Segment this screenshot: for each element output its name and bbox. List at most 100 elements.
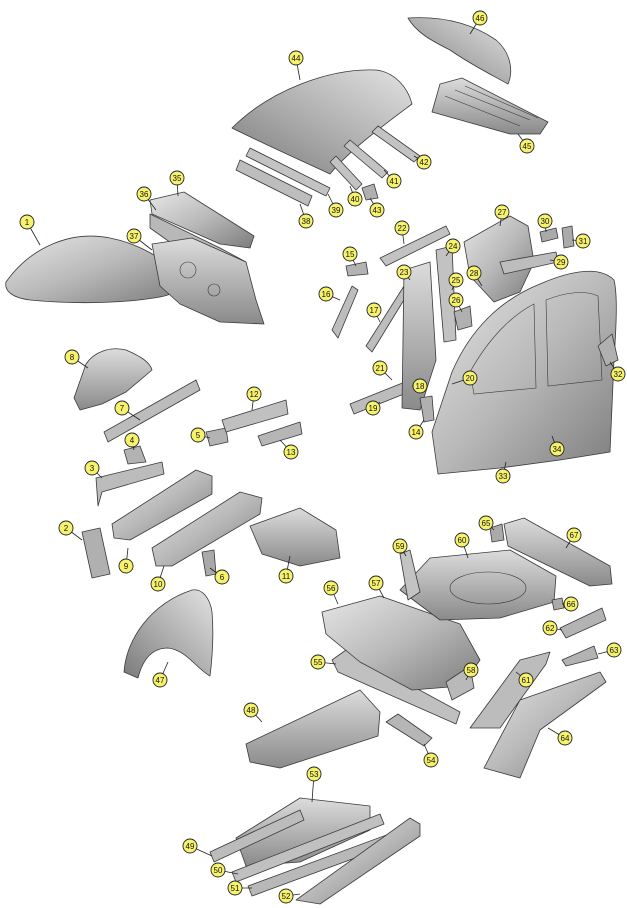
callout-number: 40 [351,195,360,204]
callout-35: 35 [169,170,185,186]
part-7-apron-member [103,379,201,443]
part-66-bracket [551,597,565,611]
callout-badge [518,672,534,688]
callout-25: 25 [448,272,464,288]
part-65-bracket [489,523,505,543]
callout-50: 50 [210,862,226,878]
callout-33: 33 [495,468,511,484]
part-44-roof [231,69,413,175]
callout-number: 57 [372,579,381,588]
part-30-bracket [539,227,559,243]
part-48-front-floor [245,689,381,769]
part-55-side-sill-inner [331,649,461,725]
callout-badge [136,186,152,202]
callout-badge [318,286,334,302]
callout-number: 64 [561,734,570,743]
callout-badge [347,191,363,207]
callout-20: 20 [462,370,478,386]
callout-number: 17 [370,306,379,315]
callout-9: 9 [118,558,134,574]
callout-number: 38 [302,217,311,226]
callout-badge [494,204,510,220]
callout-number: 26 [452,296,461,305]
callout-badge [278,568,294,584]
callout-number: 13 [287,448,296,457]
callout-66: 66 [563,596,579,612]
callout-badge [114,400,130,416]
callout-number: 35 [173,174,182,183]
callout-number: 33 [499,472,508,481]
callout-37: 37 [126,228,142,244]
callout-number: 10 [154,580,163,589]
part-8-strut-tower [73,348,153,411]
callout-number: 63 [610,646,619,655]
callout-badge [64,349,80,365]
callout-number: 32 [614,370,623,379]
callout-number: 55 [314,658,323,667]
callout-badge [152,672,168,688]
callout-65: 65 [478,515,494,531]
callout-31: 31 [575,233,591,249]
part-12-bracket [221,399,289,433]
callout-55: 55 [310,654,326,670]
callout-number: 21 [376,364,385,373]
callout-number: 15 [346,250,355,259]
callout-number: 20 [466,374,475,383]
callout-badge [190,427,206,443]
callout-28: 28 [466,265,482,281]
callout-number: 19 [369,404,378,413]
callout-49: 49 [182,838,198,854]
callout-22: 22 [394,220,410,236]
callout-62: 62 [542,620,558,636]
callout-badge [169,170,185,186]
callout-number: 25 [452,276,461,285]
callout-64: 64 [557,730,573,746]
callout-6: 6 [214,569,230,585]
callout-number: 9 [124,562,129,571]
callout-badge [549,441,565,457]
callout-21: 21 [372,360,388,376]
part-62-bracket [559,607,607,639]
callout-number: 51 [231,884,240,893]
callout-54: 54 [423,752,439,768]
callout-3: 3 [84,460,100,476]
part-63-bracket [561,645,599,667]
part-64-rear-side-member-inner [483,671,607,779]
callout-badge [182,838,198,854]
callout-number: 3 [90,464,95,473]
callout-number: 59 [396,542,405,551]
part-50-rail [231,813,385,883]
callout-badge [463,662,479,678]
part-43-bracket [361,183,379,201]
callout-15: 15 [342,246,358,262]
callout-number: 37 [130,232,139,241]
callout-63: 63 [606,642,622,658]
callout-badge [466,265,482,281]
callout-number: 28 [470,269,479,278]
callout-badge [84,460,100,476]
callout-number: 23 [400,268,409,277]
callout-badge [386,173,402,189]
callout-13: 13 [283,444,299,460]
callout-number: 42 [420,158,429,167]
callout-badge [283,444,299,460]
callout-number: 54 [427,756,436,765]
callout-badge [124,432,140,448]
callout-34: 34 [549,441,565,457]
part-61-rear-side-member [469,651,551,729]
callout-number: 41 [390,177,399,186]
callout-number: 66 [567,600,576,609]
callout-59: 59 [392,538,408,554]
part-4-bracket [123,445,147,465]
callout-56: 56 [323,580,339,596]
part-33-34-side-outer-panel [431,270,617,475]
parts-layer [5,17,619,905]
callout-number: 62 [546,624,555,633]
callout-number: 2 [64,524,69,533]
callout-badge [365,400,381,416]
part-18-center-pillar-inner [401,261,437,411]
callout-badge [288,50,304,66]
callout-8: 8 [64,349,80,365]
callout-number: 65 [482,519,491,528]
part-2-extension [81,527,111,579]
